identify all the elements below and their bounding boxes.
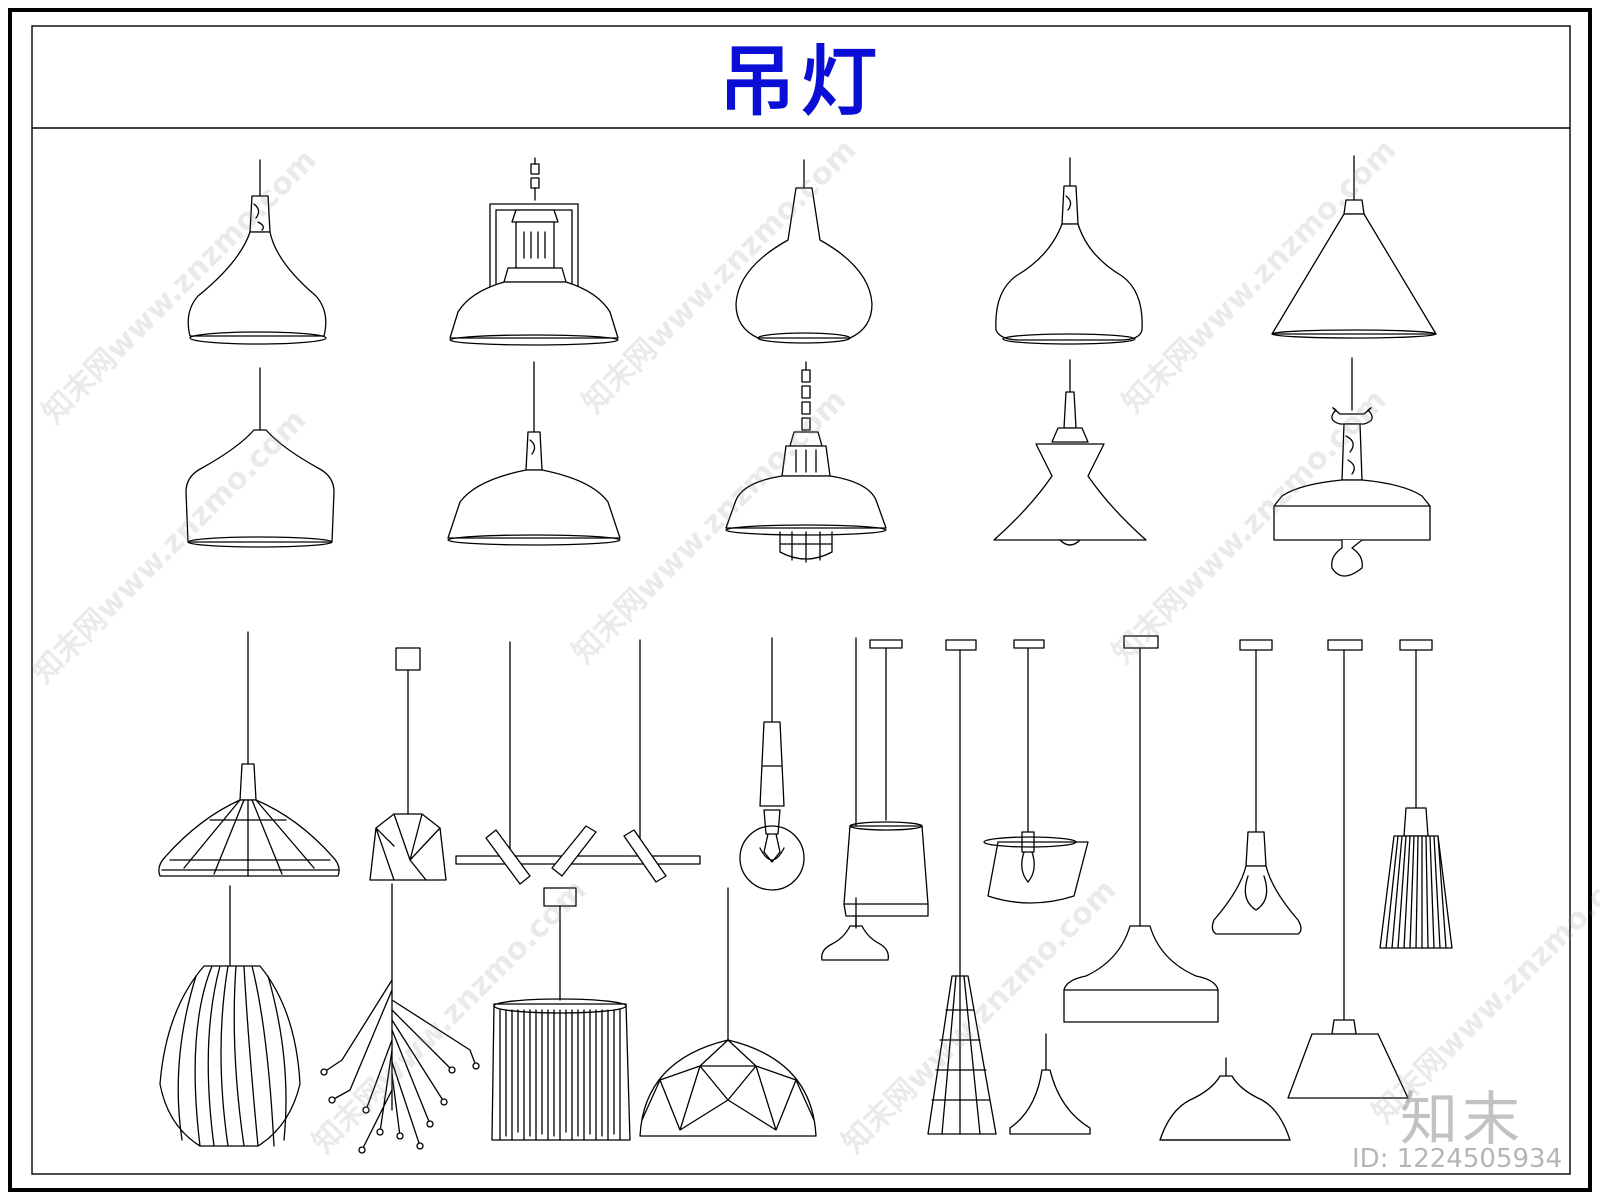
lamp-glass-bowl <box>983 639 1089 904</box>
lamp-ring-handle-bulb <box>1273 357 1431 577</box>
page-title: 吊灯 <box>719 37 883 126</box>
lamp-onion <box>735 159 873 344</box>
lamp-flared-glass <box>1211 639 1302 935</box>
lamp-slatted-wood <box>159 885 301 1147</box>
lamp-globe-bulb <box>739 637 805 891</box>
outer-frame <box>8 8 1592 1192</box>
lamp-industrial-chain <box>449 157 619 346</box>
lamp-geodesic-dome <box>639 887 817 1137</box>
lamp-trapezoid-shade <box>1287 639 1409 1099</box>
inner-frame <box>31 25 1571 1175</box>
lamp-fringe-drum <box>491 887 631 1141</box>
lamp-slatted-cone <box>1379 639 1453 949</box>
lamp-small-dish <box>1159 1057 1291 1141</box>
lamp-triangle-cone <box>1271 155 1437 339</box>
lamp-drum <box>185 367 335 548</box>
lamp-glass-drum <box>821 637 929 961</box>
image-id: ID: 1224505934 <box>1352 1144 1563 1174</box>
lamp-wire-dish <box>158 631 340 877</box>
lamp-bell-wood-neck <box>995 157 1143 345</box>
lamp-cone-wood-neck <box>187 159 327 345</box>
lamp-tall-cage-cone <box>927 639 997 1135</box>
lamp-linear-tube <box>455 639 701 885</box>
lamp-double-cone <box>993 359 1147 546</box>
lamp-funnel <box>1009 1033 1091 1135</box>
lamp-faceted-small <box>369 647 447 881</box>
lamp-wide-dome <box>447 361 621 546</box>
lamp-chain-wire-guard <box>725 361 887 563</box>
lamp-branch-sputnik <box>320 883 480 1154</box>
lamp-wide-flat-dome <box>1063 635 1219 1023</box>
brand-logo-text: 知末 <box>1400 1085 1525 1153</box>
